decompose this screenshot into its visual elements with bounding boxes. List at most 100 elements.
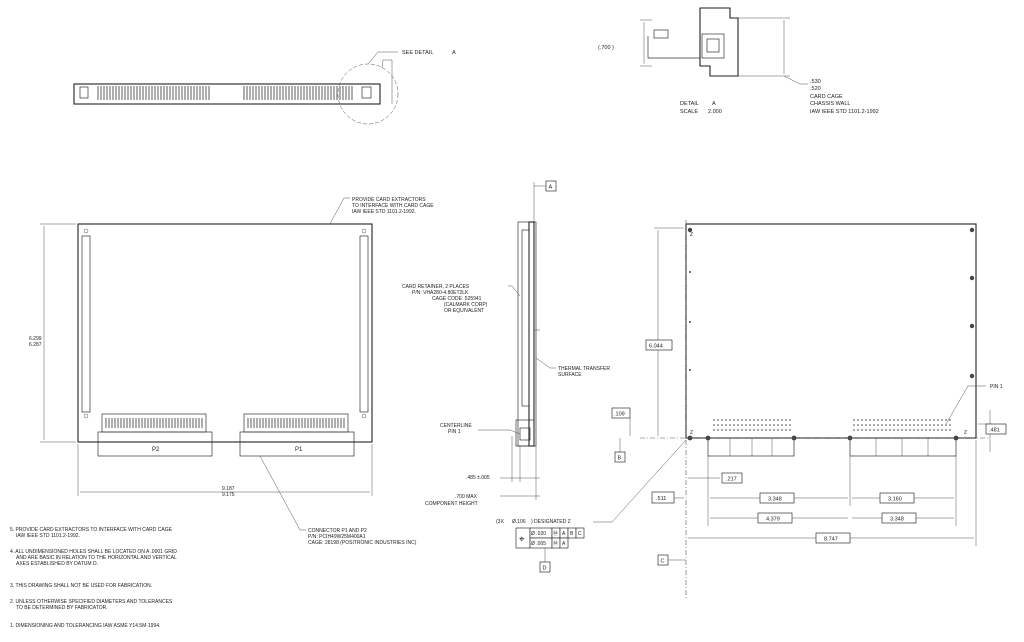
pin-dot — [925, 419, 927, 421]
pin-dot — [901, 424, 903, 426]
extractor-note-line2: TO INTERFACE WITH CARD CAGE — [352, 203, 434, 209]
pin-dot — [941, 419, 943, 421]
pin-dot — [713, 419, 715, 421]
height-dim-lower: 6.287 — [29, 342, 42, 348]
dim-3160-box — [879, 492, 915, 504]
pin-dot — [741, 429, 743, 431]
detail-dim-520: .520 — [810, 86, 821, 92]
pin-dot — [889, 419, 891, 421]
dim-3348a-box — [759, 492, 795, 504]
extractor-leader — [329, 197, 350, 225]
connector-p2-label: P2 — [152, 447, 160, 453]
pin-dot — [725, 424, 727, 426]
pin-dot — [941, 429, 943, 431]
pin-dot — [933, 424, 935, 426]
pin-dot — [925, 429, 927, 431]
dim-3348b: 3.348 — [890, 517, 904, 523]
detail-board-edge — [647, 36, 700, 59]
dim-481-box — [985, 423, 1007, 435]
dim-511-box — [651, 491, 675, 504]
note-2-line1: 2. UNLESS OTHERWISE SPECIFIED DIAMETERS … — [10, 599, 173, 605]
pin-dot — [769, 419, 771, 421]
pin-dot — [869, 424, 871, 426]
edge-view-board — [73, 83, 381, 105]
fcf-row2-tol: Ø .005 — [531, 541, 546, 547]
pin-dot — [901, 429, 903, 431]
dim-217-box — [721, 472, 743, 484]
holes-diameter: Ø.106 — [512, 519, 526, 525]
right-view: Z Z Z 6.044 .109 B PIN 1 .481 .217 .5 — [611, 220, 1007, 600]
right-pin-rows — [713, 419, 951, 431]
pin-dot — [713, 424, 715, 426]
front-board-outline — [77, 223, 373, 443]
pin-dot — [749, 419, 751, 421]
pin-dot — [721, 419, 723, 421]
right-board-outline — [685, 223, 977, 439]
pin-dot — [949, 424, 951, 426]
pin-dot — [773, 419, 775, 421]
dim-481: .481 — [989, 428, 1000, 434]
connector-p1-contacts — [247, 418, 345, 428]
detail-a-view: (.700 ) .530 .520 CARD CAGE CHASSIS WALL… — [598, 7, 879, 115]
pin-dot — [853, 424, 855, 426]
pin-dot — [785, 424, 787, 426]
general-notes: 5. PROVIDE CARD EXTRACTORS TO INTERFACE … — [10, 527, 177, 629]
pin-dot — [877, 429, 879, 431]
pin-dot — [861, 419, 863, 421]
pin-dot — [761, 429, 763, 431]
pin-dot — [773, 424, 775, 426]
pin-dot — [873, 419, 875, 421]
pin-dot — [897, 419, 899, 421]
pin-dot — [857, 429, 859, 431]
pin-dot — [737, 424, 739, 426]
right-mount-holes — [687, 227, 975, 441]
pin-dot — [741, 424, 743, 426]
pin-dot — [749, 429, 751, 431]
pin-dot — [717, 429, 719, 431]
pin-dot — [789, 429, 791, 431]
right-connector-p1 — [849, 437, 957, 457]
pin-dot — [781, 429, 783, 431]
pin-dot — [865, 424, 867, 426]
datum-b-box — [614, 451, 626, 463]
pin-dot — [765, 424, 767, 426]
pin-dot — [877, 424, 879, 426]
pin-dot — [765, 429, 767, 431]
component-height-label: COMPONENT HEIGHT — [425, 501, 478, 507]
pin-dot — [785, 419, 787, 421]
pin-dot — [933, 429, 935, 431]
pin-dot — [733, 424, 735, 426]
pin-dot — [761, 419, 763, 421]
holes-suffix: ) DESIGNATED Z — [531, 519, 571, 525]
pin-dot — [881, 419, 883, 421]
see-detail-leader — [367, 51, 398, 65]
pin-dot — [897, 424, 899, 426]
connector-p2-pins — [101, 413, 207, 433]
mount-hole — [969, 373, 975, 379]
pin-dot — [753, 424, 755, 426]
retainer-line4: (CALMARK CORP) — [444, 302, 488, 308]
pin-dot — [713, 429, 715, 431]
top-edge-view: SEE DETAIL A — [73, 50, 456, 125]
pin-dot — [881, 429, 883, 431]
dim-6044: 6.044 — [649, 344, 663, 350]
centerline-line2: PIN 1 — [448, 429, 461, 435]
pin-dot — [913, 424, 915, 426]
pin-dot — [733, 419, 735, 421]
mount-hole — [969, 323, 975, 329]
dim-217: .217 — [726, 477, 737, 483]
pin-dot — [861, 424, 863, 426]
pin-dot — [757, 419, 759, 421]
pin-dot — [937, 424, 939, 426]
pin-dot — [717, 419, 719, 421]
pin-dot — [897, 429, 899, 431]
connector-p2-contacts — [105, 418, 203, 428]
pin-dot — [941, 424, 943, 426]
dim-4379: 4.379 — [766, 517, 780, 523]
pin-dot — [729, 419, 731, 421]
connector-note-line2: P/N: PCIH49W25M400A1 — [308, 534, 366, 540]
dim-8747: 8.747 — [824, 537, 838, 543]
side-board-envelope — [517, 221, 537, 447]
dim-511: .511 — [656, 496, 666, 502]
